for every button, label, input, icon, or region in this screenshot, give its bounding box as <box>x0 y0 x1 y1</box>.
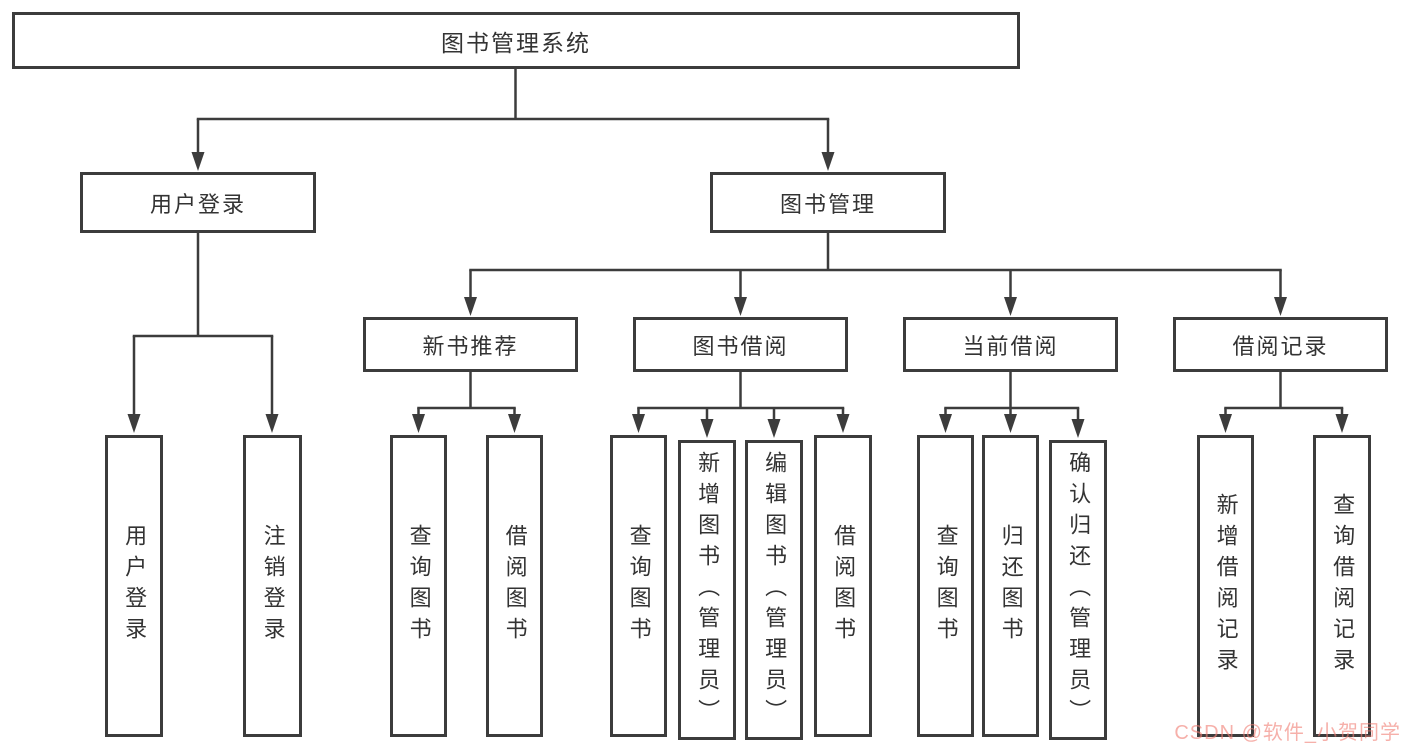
leaf-nb-borrow-books: 借阅图书 <box>486 435 543 737</box>
leaf-cb-query-books: 查询图书 <box>917 435 974 737</box>
leaf-user-login: 用户登录 <box>105 435 163 737</box>
connector-arrows <box>127 152 1349 438</box>
leaf-br-add-record: 新增借阅记录 <box>1197 435 1254 737</box>
node-new-book-recommend-label: 新书推荐 <box>422 333 519 359</box>
leaf-bb-borrow-books-label: 借阅图书 <box>831 524 857 648</box>
leaf-bb-query-books-label: 查询图书 <box>626 524 652 648</box>
node-root-label: 图书管理系统 <box>441 29 591 56</box>
leaf-bb-edit-books-admin-label: 编辑图书（管理员） <box>762 450 788 730</box>
leaf-nb-query-books: 查询图书 <box>390 435 447 737</box>
leaf-br-query-record-label: 查询借阅记录 <box>1330 493 1356 679</box>
leaf-bb-edit-books-admin: 编辑图书（管理员） <box>745 440 803 740</box>
node-borrow-records: 借阅记录 <box>1173 317 1388 372</box>
node-new-book-recommend: 新书推荐 <box>363 317 578 372</box>
connector-lines <box>132 67 1344 421</box>
node-book-management-label: 图书管理 <box>779 191 876 217</box>
leaf-user-login-label: 用户登录 <box>122 524 148 648</box>
leaf-cb-confirm-return-admin: 确认归还（管理员） <box>1049 440 1107 740</box>
leaf-bb-add-books-admin: 新增图书（管理员） <box>678 440 736 740</box>
leaf-nb-borrow-books-label: 借阅图书 <box>502 524 528 648</box>
node-borrow-records-label: 借阅记录 <box>1232 333 1329 359</box>
node-user-login: 用户登录 <box>80 172 316 233</box>
leaf-bb-borrow-books: 借阅图书 <box>814 435 872 737</box>
node-root: 图书管理系统 <box>12 12 1020 69</box>
node-current-borrow-label: 当前借阅 <box>962 333 1059 359</box>
node-book-borrow-label: 图书借阅 <box>692 333 789 359</box>
leaf-bb-add-books-admin-label: 新增图书（管理员） <box>695 450 721 730</box>
leaf-cb-return-books: 归还图书 <box>982 435 1039 737</box>
node-current-borrow: 当前借阅 <box>903 317 1118 372</box>
leaf-br-add-record-label: 新增借阅记录 <box>1213 493 1239 679</box>
leaf-br-query-record: 查询借阅记录 <box>1313 435 1371 737</box>
leaf-bb-query-books: 查询图书 <box>610 435 667 737</box>
leaf-cb-return-books-label: 归还图书 <box>998 524 1024 648</box>
leaf-cb-query-books-label: 查询图书 <box>933 524 959 648</box>
leaf-cb-confirm-return-admin-label: 确认归还（管理员） <box>1066 450 1092 730</box>
node-user-login-label: 用户登录 <box>149 191 246 217</box>
watermark: CSDN @软件_小贺同学 <box>1174 722 1401 744</box>
node-book-borrow: 图书借阅 <box>633 317 848 372</box>
leaf-logout-login: 注销登录 <box>243 435 302 737</box>
leaf-nb-query-books-label: 查询图书 <box>406 524 432 648</box>
leaf-logout-login-label: 注销登录 <box>260 524 286 648</box>
node-book-management: 图书管理 <box>710 172 946 233</box>
